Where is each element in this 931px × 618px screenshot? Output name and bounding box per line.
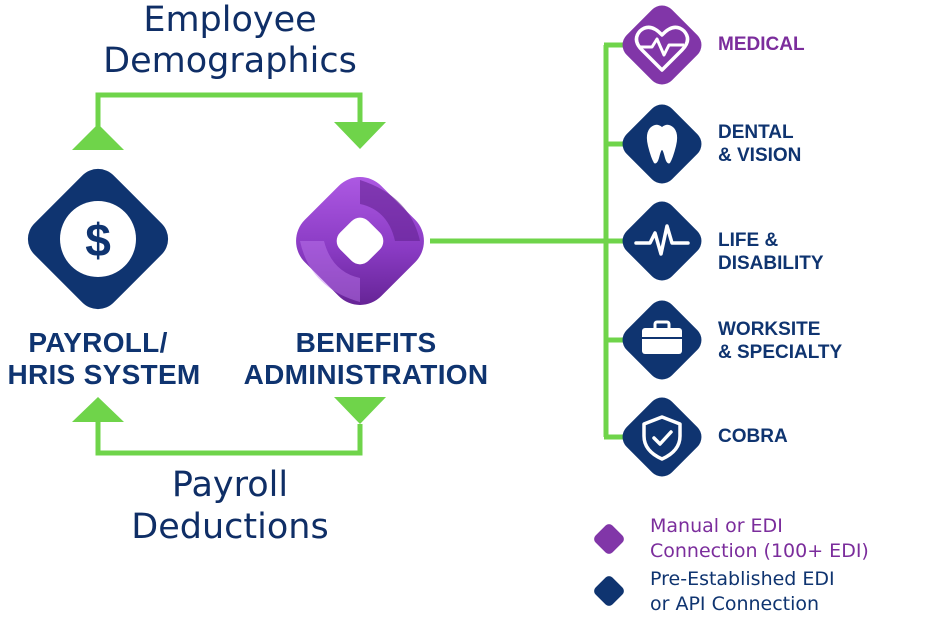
- bottom-flow-connector: [72, 397, 386, 456]
- shield-check-icon: [642, 415, 682, 461]
- heart-pulse-icon: [634, 25, 690, 72]
- category-medical-label: MEDICAL: [718, 34, 805, 55]
- top-flow-connector: [72, 92, 386, 150]
- benefits-label-line2: ADMINISTRATION: [244, 359, 489, 390]
- category-worksite: WORKSITE & SPECIALTY: [622, 300, 843, 380]
- top-flow-label-line1: Employee: [143, 0, 316, 40]
- category-cobra: COBRA: [622, 397, 788, 477]
- legend-pre-established-line2: or API Connection: [650, 593, 819, 615]
- heartbeat-line-icon: [634, 224, 690, 256]
- svg-text:$: $: [85, 214, 111, 266]
- category-life: LIFE & DISABILITY: [622, 201, 824, 281]
- category-worksite-label-line2: & SPECIALTY: [718, 342, 843, 363]
- category-life-label-line1: LIFE &: [718, 230, 778, 251]
- category-dental: DENTAL & VISION: [622, 104, 801, 184]
- payroll-label-line2: HRIS SYSTEM: [7, 359, 200, 390]
- category-life-label-line2: DISABILITY: [718, 253, 824, 274]
- payroll-node: $: [27, 168, 169, 310]
- benefits-label-line1: BENEFITS: [296, 327, 437, 358]
- arrow-up-to-payroll: [72, 124, 124, 150]
- briefcase-icon: [642, 320, 682, 354]
- legend-manual-line2: Connection (100+ EDI): [650, 540, 869, 562]
- categories-connector: [430, 42, 626, 440]
- category-dental-label-line1: DENTAL: [718, 122, 794, 143]
- legend: Manual or EDI Connection (100+ EDI) Pre-…: [594, 515, 869, 615]
- bottom-flow-label-line1: Payroll: [172, 465, 288, 505]
- arrow-up-to-payroll-bottom: [72, 397, 124, 422]
- cobra-diamond: [622, 397, 702, 477]
- arrow-down-from-benefits: [334, 397, 386, 424]
- benefits-node: [296, 177, 424, 305]
- dollar-icon: $: [60, 201, 136, 277]
- bottom-flow-label-line2: Deductions: [131, 507, 328, 547]
- legend-item-pre-established: Pre-Established EDI or API Connection: [594, 568, 835, 615]
- tooth-icon: [646, 124, 678, 164]
- legend-navy-diamond: [594, 576, 624, 606]
- category-worksite-label-line1: WORKSITE: [718, 319, 820, 340]
- ring-logo-center: [336, 217, 384, 265]
- category-dental-label-line2: & VISION: [718, 145, 801, 166]
- payroll-label-line1: PAYROLL/: [28, 327, 167, 358]
- medical-diamond: [622, 5, 702, 85]
- category-cobra-label: COBRA: [718, 426, 788, 447]
- category-medical: MEDICAL: [622, 5, 805, 85]
- legend-item-manual: Manual or EDI Connection (100+ EDI): [594, 515, 869, 562]
- top-flow-label-line2: Demographics: [103, 41, 357, 81]
- legend-purple-diamond: [594, 524, 624, 554]
- legend-pre-established-line1: Pre-Established EDI: [650, 568, 835, 590]
- arrow-down-to-benefits: [334, 122, 386, 149]
- legend-manual-line1: Manual or EDI: [650, 515, 783, 537]
